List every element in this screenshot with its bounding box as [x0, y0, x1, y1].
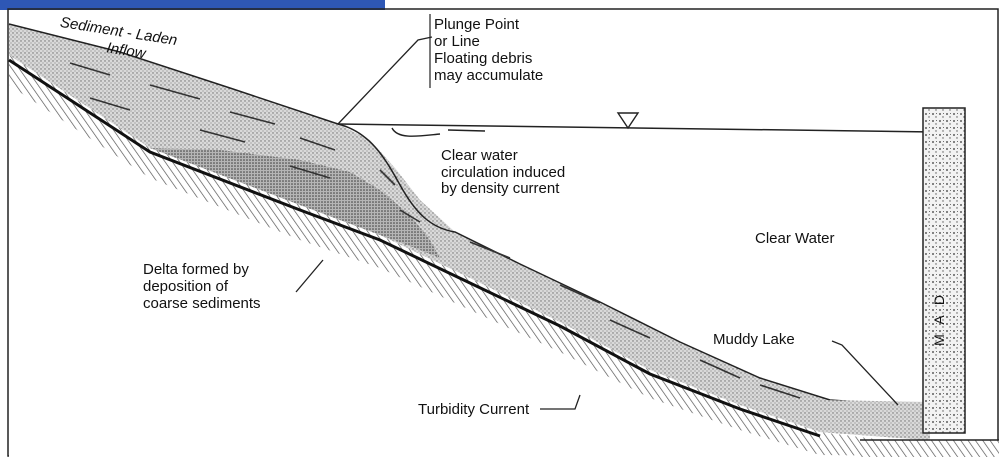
delta-line-1: Delta formed by — [143, 261, 249, 278]
dam-letter-a: A — [931, 315, 947, 325]
circulation-dash — [448, 130, 485, 131]
dam-letter-m: M — [931, 334, 947, 346]
label-turbidity-current: Turbidity Current — [418, 401, 530, 418]
circulation-line-3: by density current — [441, 180, 560, 197]
circulation-line-1: Clear water — [441, 147, 518, 164]
label-dam: D A M — [931, 295, 947, 346]
label-muddy-lake: Muddy Lake — [713, 331, 795, 348]
plunge-line-2: or Line — [434, 33, 480, 50]
plunge-line-1: Plunge Point — [434, 16, 520, 33]
plunge-line-4: may accumulate — [434, 67, 543, 84]
circulation-line-2: circulation induced — [441, 164, 565, 181]
delta-line-2: deposition of — [143, 278, 229, 295]
dam-foundation — [860, 440, 999, 457]
dam-letter-d: D — [931, 295, 947, 305]
plunge-line-3: Floating debris — [434, 50, 532, 67]
dam — [923, 108, 965, 433]
delta-line-3: coarse sediments — [143, 295, 261, 312]
label-clear-water: Clear Water — [755, 230, 834, 247]
